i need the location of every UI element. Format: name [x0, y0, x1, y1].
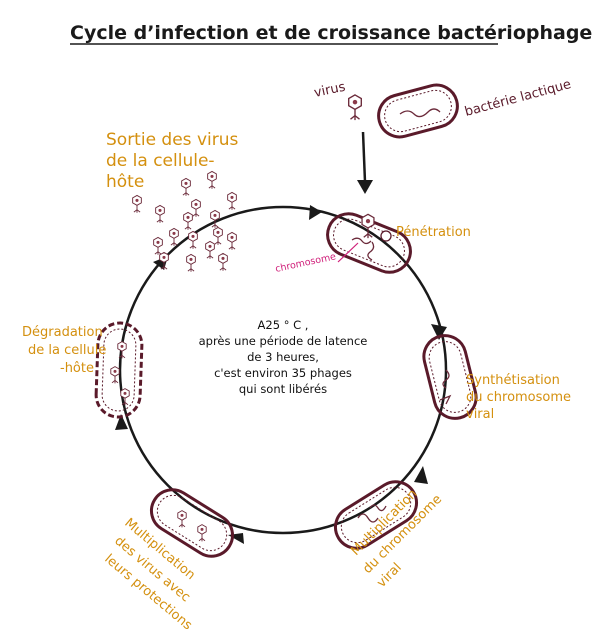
release-label-1: Sortie des virus [106, 130, 238, 150]
release-label-3: hôte [106, 172, 144, 192]
phage-icon [110, 366, 120, 384]
phage-icon [181, 177, 191, 197]
phage-icon [218, 252, 228, 272]
cycle-arrow-icon [431, 324, 447, 340]
entry-arrow-line [361, 131, 367, 183]
viral-dna-icon [367, 241, 375, 261]
cycle-arrow-icon [309, 205, 322, 220]
latency-note-line-3: de 3 heures, [247, 350, 319, 364]
phage-icon [207, 170, 217, 190]
degradation-label-3: -hôte [60, 361, 94, 376]
synthesis-label-1: Synthétisation [466, 373, 560, 388]
latency-note-line-5: qui sont libérés [239, 382, 327, 396]
phage-icon [120, 388, 130, 406]
cycle-arrow-icon [414, 466, 428, 484]
bacterial-chromosome-icon [399, 108, 441, 118]
synthesis-label-3: viral [466, 407, 494, 422]
degradation-label-1: Dégradation [22, 325, 103, 340]
phage-icon [205, 240, 215, 260]
viral-dna-icon [357, 504, 387, 523]
phage-icon [210, 209, 220, 229]
phage-icon [183, 211, 193, 231]
phage-icon [117, 341, 127, 359]
chromosome-multiplication-cell [333, 480, 419, 550]
lactic-bacterium-cell [377, 83, 459, 139]
phage-icon [169, 227, 179, 247]
latency-note-line-2: après une période de latence [199, 334, 368, 348]
entry-arrow-icon [357, 180, 373, 194]
phage-icon [191, 198, 201, 218]
phage-icon [153, 236, 163, 256]
synthesis-label-2: du chromosome [466, 390, 571, 405]
degradation-cell [94, 321, 144, 419]
latency-note-line-4: c'est environ 35 phages [214, 366, 352, 380]
phage-icon [155, 204, 165, 224]
empty-capsid-icon [380, 230, 392, 242]
chromosome-pointer [337, 242, 359, 263]
phage-icon [213, 226, 223, 246]
viral-dna-icon [439, 369, 452, 405]
synthesis-cell [422, 334, 478, 420]
bacterie-label: bactérie lactique [463, 77, 573, 120]
phage-icon [227, 191, 237, 211]
diagram-title: Cycle d’infection et de croissance bacté… [70, 22, 592, 44]
virus-label: virus [313, 80, 347, 101]
penetration-cell [326, 212, 412, 274]
degradation-label-2: de la cellule [28, 343, 106, 358]
bacterial-chromosome-icon [351, 237, 372, 245]
latency-note: A25 ° C , après une période de latence d… [199, 318, 368, 396]
phage-icon [197, 524, 207, 542]
chromosome-label: chromosome [274, 251, 337, 275]
latency-note-line-1: A25 ° C , [258, 318, 309, 332]
penetration-label: Pénétration [396, 225, 471, 240]
release-label-2: de la cellule- [106, 151, 215, 171]
cycle-arrow-icon [115, 414, 128, 430]
released-phages-cluster [132, 170, 237, 273]
phage-icon [348, 94, 362, 121]
phage-icon [227, 231, 237, 251]
phage-icon [188, 230, 198, 250]
phage-icon [177, 510, 187, 528]
phage-icon [186, 253, 196, 273]
phage-icon [132, 194, 142, 214]
